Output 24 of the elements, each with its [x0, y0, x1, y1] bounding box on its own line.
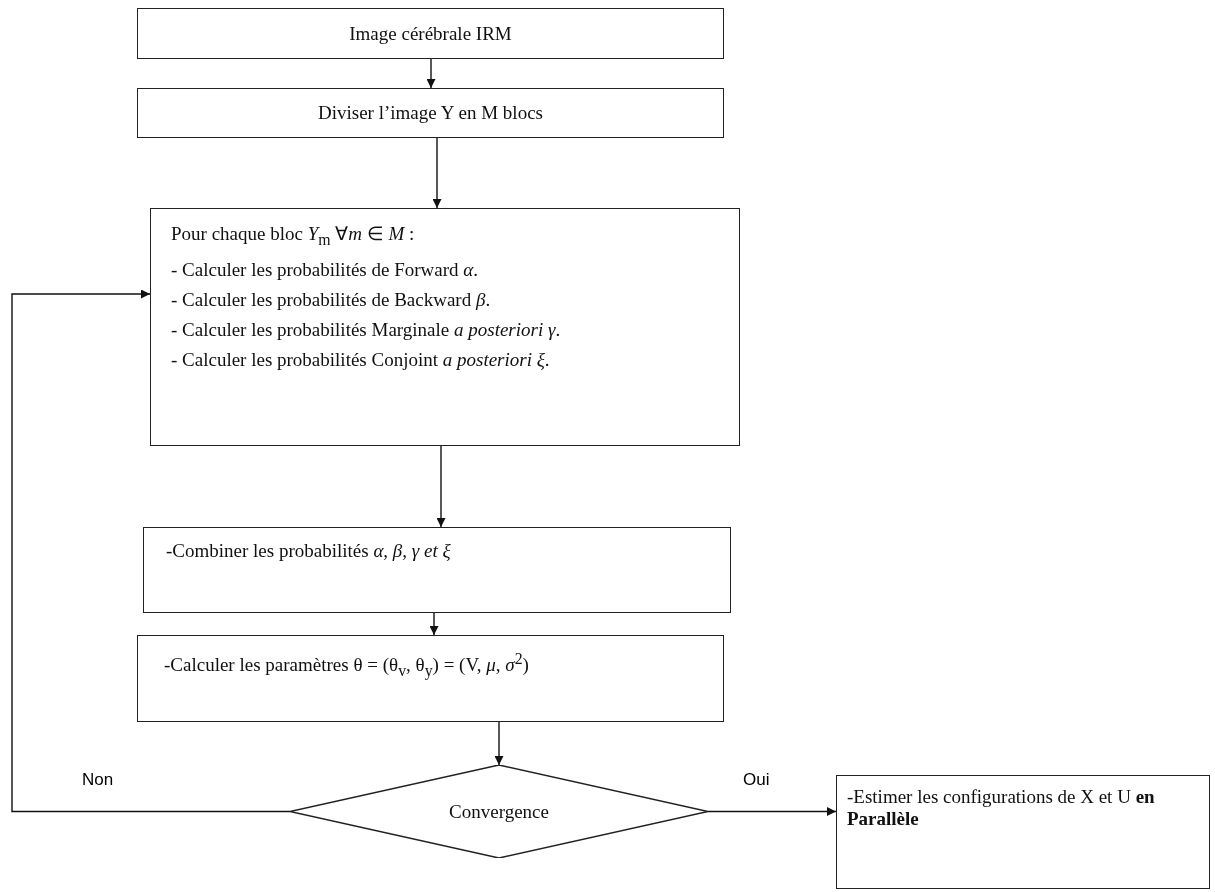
arrow	[436, 445, 446, 528]
list-item-text: - Calculer les probabilités de Forward α.	[171, 257, 480, 282]
list-item-text: - Calculer les probabilités Marginale a posteriori γ.	[171, 317, 562, 342]
process-box	[137, 88, 724, 138]
arrow	[494, 721, 504, 766]
node-text: Convergence	[448, 800, 550, 823]
arrow	[11, 289, 291, 813]
process-box	[836, 775, 1210, 889]
node-text: Image cérébrale IRM	[349, 22, 512, 45]
arrow	[426, 58, 436, 89]
node-text: Pour chaque bloc Y$_{m}$ ∀m ∈ M :	[171, 222, 416, 250]
node-text: -Estimer les configurations de X et U en Parallèle	[847, 786, 1156, 830]
arrow	[429, 612, 439, 636]
list-item-text: - Calculer les probabilités de Backward β.	[171, 287, 492, 312]
arrow	[707, 807, 837, 816]
node-text: Diviser l’image Y en M blocs	[318, 102, 543, 124]
list-item-text: - Calculer les probabilités Conjoint a posteriori ξ.	[171, 347, 551, 372]
process-box	[150, 208, 740, 446]
process-box	[143, 527, 731, 613]
process-box	[137, 635, 724, 722]
node-text: -Combiner les probabilités α, β, γ et ξ	[166, 540, 452, 562]
node-text: -Calculer les paramètres θ = (θ$_{v}$, θ$_{y}$) = (V, μ, σ$^{2}$)	[164, 650, 530, 681]
arrow	[432, 137, 442, 209]
process-box	[137, 8, 724, 59]
